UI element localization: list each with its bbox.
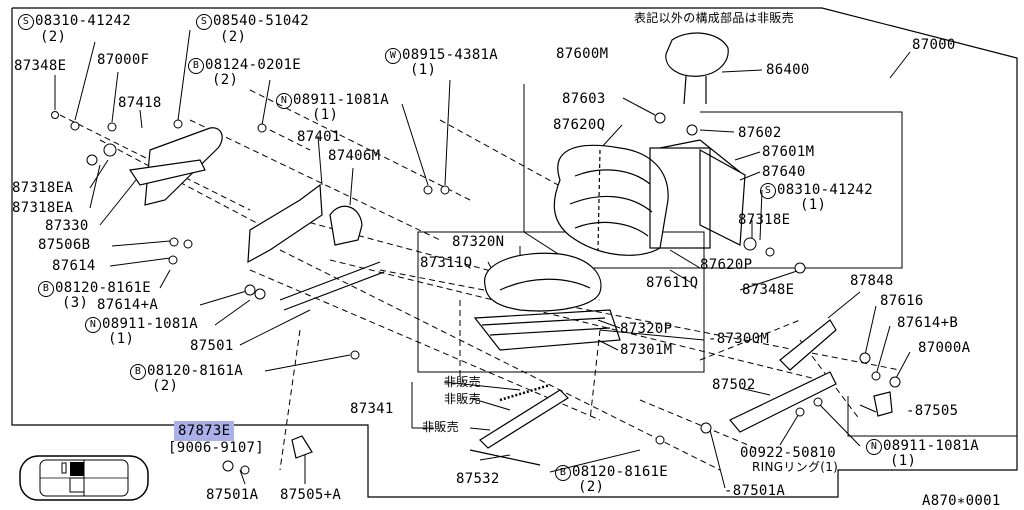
part-label-87406m[interactable]: 87406M	[328, 148, 381, 164]
part-qty: (1)	[410, 62, 437, 78]
part-label-87501a-right[interactable]: -87501A	[724, 483, 786, 499]
part-qty: (1)	[890, 453, 917, 469]
part-label-86400[interactable]: 86400	[766, 62, 810, 78]
part-label-87418[interactable]: 87418	[118, 95, 162, 111]
part-label-00922-50810[interactable]: 00922-50810	[740, 445, 837, 461]
part-label-87341[interactable]: 87341	[350, 401, 394, 417]
part-label-87348e-left[interactable]: 87348E	[14, 58, 67, 74]
footer-code: A870∗0001	[922, 493, 1001, 509]
leader-lines	[54, 29, 911, 489]
part-label-87300m[interactable]: -87300M	[708, 331, 770, 347]
seatback-drawing	[553, 139, 746, 256]
not-sold-label-2: 非販売	[444, 392, 481, 406]
part-qty: (2)	[212, 72, 239, 88]
part-label-87501a-left[interactable]: 87501A	[206, 487, 259, 503]
part-qty: (2)	[578, 479, 605, 495]
part-label-87320p[interactable]: 87320P	[620, 321, 673, 337]
part-qty: (2)	[40, 29, 67, 45]
part-label-87501[interactable]: 87501	[190, 338, 234, 354]
part-qty: (2)	[220, 29, 247, 45]
headrest-drawing	[665, 32, 729, 105]
part-label-87000a[interactable]: 87000A	[918, 340, 971, 356]
part-label-87318ea-1[interactable]: 87318EA	[12, 180, 74, 196]
part-label-87603[interactable]: 87603	[562, 91, 606, 107]
part-qty: (1)	[108, 331, 135, 347]
car-locator-icon	[18, 452, 150, 504]
highlighted-part-label[interactable]: 87873E	[174, 421, 235, 441]
seatback-frame	[523, 84, 903, 269]
part-label-87620q[interactable]: 87620Q	[553, 117, 606, 133]
part-label-87600m[interactable]: 87600M	[556, 46, 609, 62]
part-qty: (3)	[62, 295, 89, 311]
part-label-87318e[interactable]: 87318E	[738, 212, 791, 228]
part-label-87616[interactable]: 87616	[880, 293, 924, 309]
part-label-87532[interactable]: 87532	[456, 471, 500, 487]
part-qty: RINGリング(1)	[752, 460, 839, 474]
part-label-87602[interactable]: 87602	[738, 125, 782, 141]
part-label-87000[interactable]: 87000	[912, 37, 956, 53]
part-label-87348e-right[interactable]: 87348E	[742, 282, 795, 298]
part-label-87640[interactable]: 87640	[762, 164, 806, 180]
part-label-87614a[interactable]: 87614+A	[97, 297, 159, 313]
part-qty: (1)	[312, 107, 339, 123]
not-sold-label-3: 非販売	[422, 420, 459, 434]
part-label-87505[interactable]: -87505	[906, 403, 959, 419]
part-qty: (2)	[152, 378, 179, 394]
part-label-87611q[interactable]: 87611Q	[646, 275, 699, 291]
cushion-frame	[417, 231, 705, 373]
part-label-87311q[interactable]: 87311Q	[420, 255, 473, 271]
part-label-87620p[interactable]: 87620P	[700, 257, 753, 273]
header-note: 表記以外の構成部品は非販売	[634, 11, 794, 25]
part-qty: (1)	[800, 197, 827, 213]
part-label-87502[interactable]: 87502	[712, 377, 756, 393]
part-label-87330[interactable]: 87330	[45, 218, 89, 234]
part-label-87601m[interactable]: 87601M	[762, 144, 815, 160]
cushion-drawing	[473, 252, 621, 351]
part-label-87318ea-2[interactable]: 87318EA	[12, 200, 74, 216]
not-sold-label-1: 非販売	[444, 375, 481, 389]
part-label-87301m[interactable]: 87301M	[620, 342, 673, 358]
part-label-87505a[interactable]: 87505+A	[280, 487, 342, 503]
part-label-87000f[interactable]: 87000F	[97, 52, 150, 68]
part-label-87614b[interactable]: 87614+B	[897, 315, 959, 331]
date-range: [9006-9107]	[168, 440, 265, 456]
part-label-87614[interactable]: 87614	[52, 258, 96, 274]
fasteners	[51, 111, 901, 475]
side-frame-drawing	[128, 127, 893, 466]
part-label-87848[interactable]: 87848	[850, 273, 894, 289]
part-label-87320n[interactable]: 87320N	[452, 234, 505, 250]
part-label-87401[interactable]: 87401	[297, 129, 341, 145]
part-label-87506b[interactable]: 87506B	[38, 237, 91, 253]
